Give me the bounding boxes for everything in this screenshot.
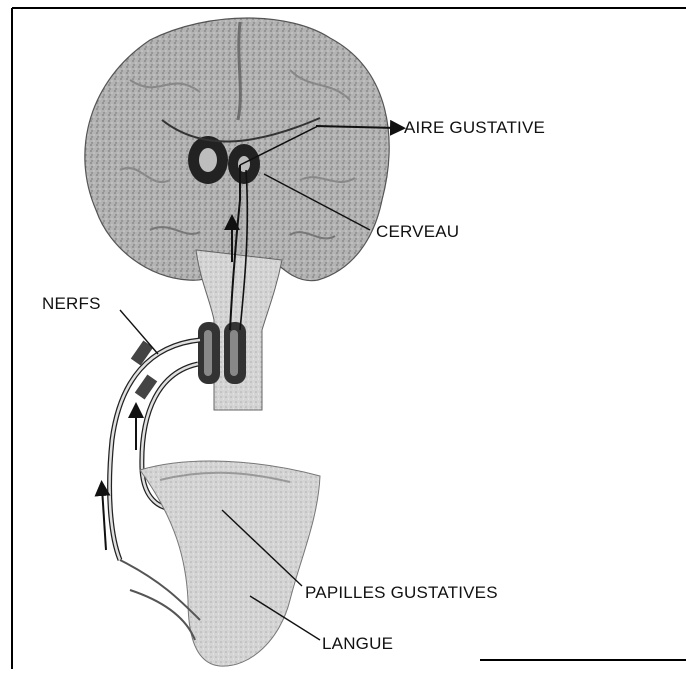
brain-stem <box>196 250 282 410</box>
langue-label: LANGUE <box>322 634 393 654</box>
papilles-gustatives-label: PAPILLES GUSTATIVES <box>305 583 498 603</box>
nerfs-label: NERFS <box>42 294 101 314</box>
cerveau-label: CERVEAU <box>376 222 459 242</box>
aire-gustative-label: AIRE GUSTATIVE <box>404 118 545 138</box>
arrow-up-icon <box>102 488 106 550</box>
